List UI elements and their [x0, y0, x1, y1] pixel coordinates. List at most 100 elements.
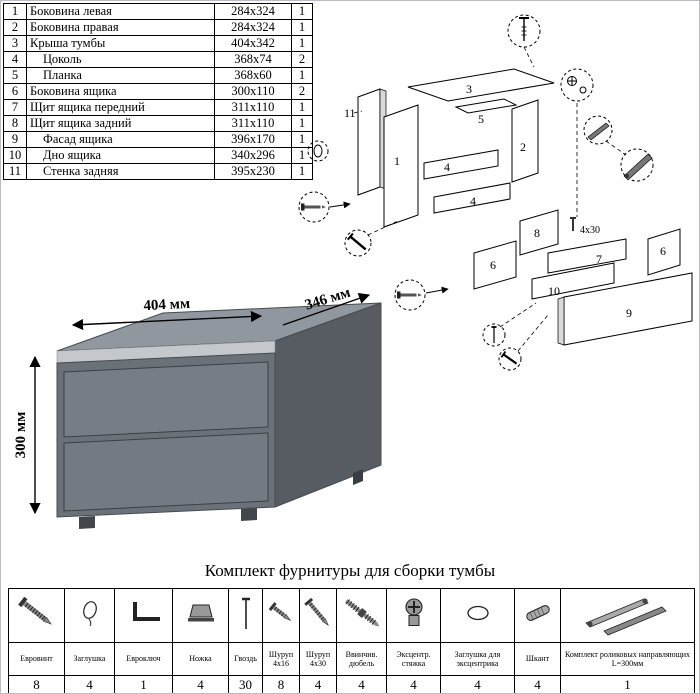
table-row: 6 Боковина ящика 300x110 2 [3, 83, 313, 100]
upper-drawer-front [63, 361, 269, 438]
part-num: 5 [3, 67, 27, 84]
part-size: 311x110 [214, 115, 292, 132]
hw-qty: 4 [172, 675, 229, 693]
hw-qty: 4 [514, 675, 561, 693]
drawer-slides-icon [560, 588, 695, 643]
hw-qty: 1 [560, 675, 695, 693]
slide-roller-icon [625, 174, 629, 178]
part-num: 1 [3, 3, 27, 20]
width-dim-arrow [71, 310, 263, 331]
part-size: 396x170 [214, 131, 292, 148]
nail-callout-icon [491, 326, 497, 343]
hw-name: Ножка [172, 642, 229, 676]
drawer-bottom-shape [547, 238, 627, 274]
screw-4x30-icon [299, 588, 337, 643]
screw-callout-icon [519, 17, 529, 41]
table-row: 1 Боковина левая 284x324 1 [3, 3, 313, 20]
hw-name: Заглушка [64, 642, 115, 676]
table-row: 4 Цоколь 368x74 2 [3, 51, 313, 68]
part-num: 7 [3, 99, 27, 116]
hw-name: Комплект роликовых направляющих L=300мм [560, 642, 695, 676]
table-row: 5 Планка 368x60 1 [3, 67, 313, 84]
drawer-slide-callout-icon [587, 122, 610, 141]
part-qty: 1 [291, 99, 313, 116]
left-side-shape [383, 104, 419, 228]
part-num: 3 [3, 35, 27, 52]
part-num: 10 [3, 147, 27, 164]
hw-qty: 4 [299, 675, 337, 693]
cap-callout-icon [313, 144, 323, 158]
part-label-11: 11 [344, 106, 356, 120]
part-label-7: 7 [596, 252, 602, 266]
screw-4x30-icon [570, 217, 576, 231]
part-name: Фасад ящика [26, 131, 215, 148]
part-label-1: 1 [394, 154, 400, 168]
part-label-6b: 6 [660, 244, 666, 258]
part-num: 6 [3, 83, 27, 100]
lower-drawer-front [63, 432, 269, 512]
hw-qty: 1 [114, 675, 173, 693]
depth-dim-arrow [282, 293, 371, 326]
table-row: 8 Щит ящика задний 311x110 1 [3, 115, 313, 132]
hw-name: Евроключ [114, 642, 173, 676]
table-row: 7 Щит ящика передний 311x110 1 [3, 99, 313, 116]
part-qty: 1 [291, 67, 313, 84]
part-size: 368x74 [214, 51, 292, 68]
cabinet-foot [79, 516, 95, 529]
part-label-5: 5 [478, 112, 484, 126]
part-name: Планка [26, 67, 215, 84]
hardware-table: Евровинт Заглушка Евроключ Ножка Гвоздь … [8, 588, 695, 693]
part-name: Щит ящика задний [26, 115, 215, 132]
hw-name: Ввинчив. дюбель [336, 642, 387, 676]
part-label-8: 8 [534, 226, 540, 240]
plinth-shape-a [423, 149, 499, 180]
part-size: 284x324 [214, 3, 292, 20]
hw-name: Шуруп 4x30 [299, 642, 337, 676]
part-qty: 1 [291, 163, 313, 180]
part-name: Боковина левая [26, 3, 215, 20]
hw-qty: 4 [386, 675, 441, 693]
part-num: 8 [3, 115, 27, 132]
part-num: 2 [3, 19, 27, 36]
part-label-9: 9 [626, 306, 632, 320]
cam-lock-callout-icon [567, 76, 587, 94]
part-size: 340x296 [214, 147, 292, 164]
part-name: Боковина ящика [26, 83, 215, 100]
hw-name: Евровинт [8, 642, 65, 676]
screw-4x16-icon [262, 588, 300, 643]
furniture-leg-icon [172, 588, 229, 643]
exploded-assembly-diagram: 11 3 5 2 1 4 4 [298, 14, 693, 371]
plinth-shape-b [433, 182, 511, 214]
table-row: 10 Дно ящика 340x296 1 [3, 147, 313, 164]
hw-name: Заглушка для эксцентрика [440, 642, 515, 676]
part-name: Боковина правая [26, 19, 215, 36]
confirmat-callout-icon [301, 203, 326, 211]
height-dim-label: 300 мм [13, 412, 29, 459]
hw-name: Эксцентр. стяжка [386, 642, 441, 676]
hardware-kit-title: Комплект фурнитуры для сборки тумбы [204, 561, 496, 580]
part-size: 395x230 [214, 163, 292, 180]
right-side-shape [511, 99, 539, 183]
back-panel-shape [357, 88, 381, 196]
confirmat-screw-icon [8, 588, 65, 643]
cabinet-3d-view: 404 мм 346 мм 300 мм [13, 285, 382, 529]
hw-qty: 8 [262, 675, 300, 693]
cabinet-foot [241, 508, 257, 521]
drawer-floor-shape [531, 262, 615, 300]
drawer-side-shape-a [473, 240, 517, 290]
hw-name: Гвоздь [228, 642, 263, 676]
drawer-slide-icon [623, 153, 653, 181]
screw-callout-icon [500, 351, 518, 365]
hw-qty: 4 [336, 675, 387, 693]
cam-cover-icon [440, 588, 515, 643]
part-label-2: 2 [520, 140, 526, 154]
part-label-4b: 4 [470, 194, 476, 208]
hw-qty: 4 [440, 675, 515, 693]
part-name: Крыша тумбы [26, 35, 215, 52]
top-panel-shape [407, 68, 555, 102]
part-num: 9 [3, 131, 27, 148]
part-num: 11 [3, 163, 27, 180]
part-size: 300x110 [214, 83, 292, 100]
part-name: Щит ящика передний [26, 99, 215, 116]
